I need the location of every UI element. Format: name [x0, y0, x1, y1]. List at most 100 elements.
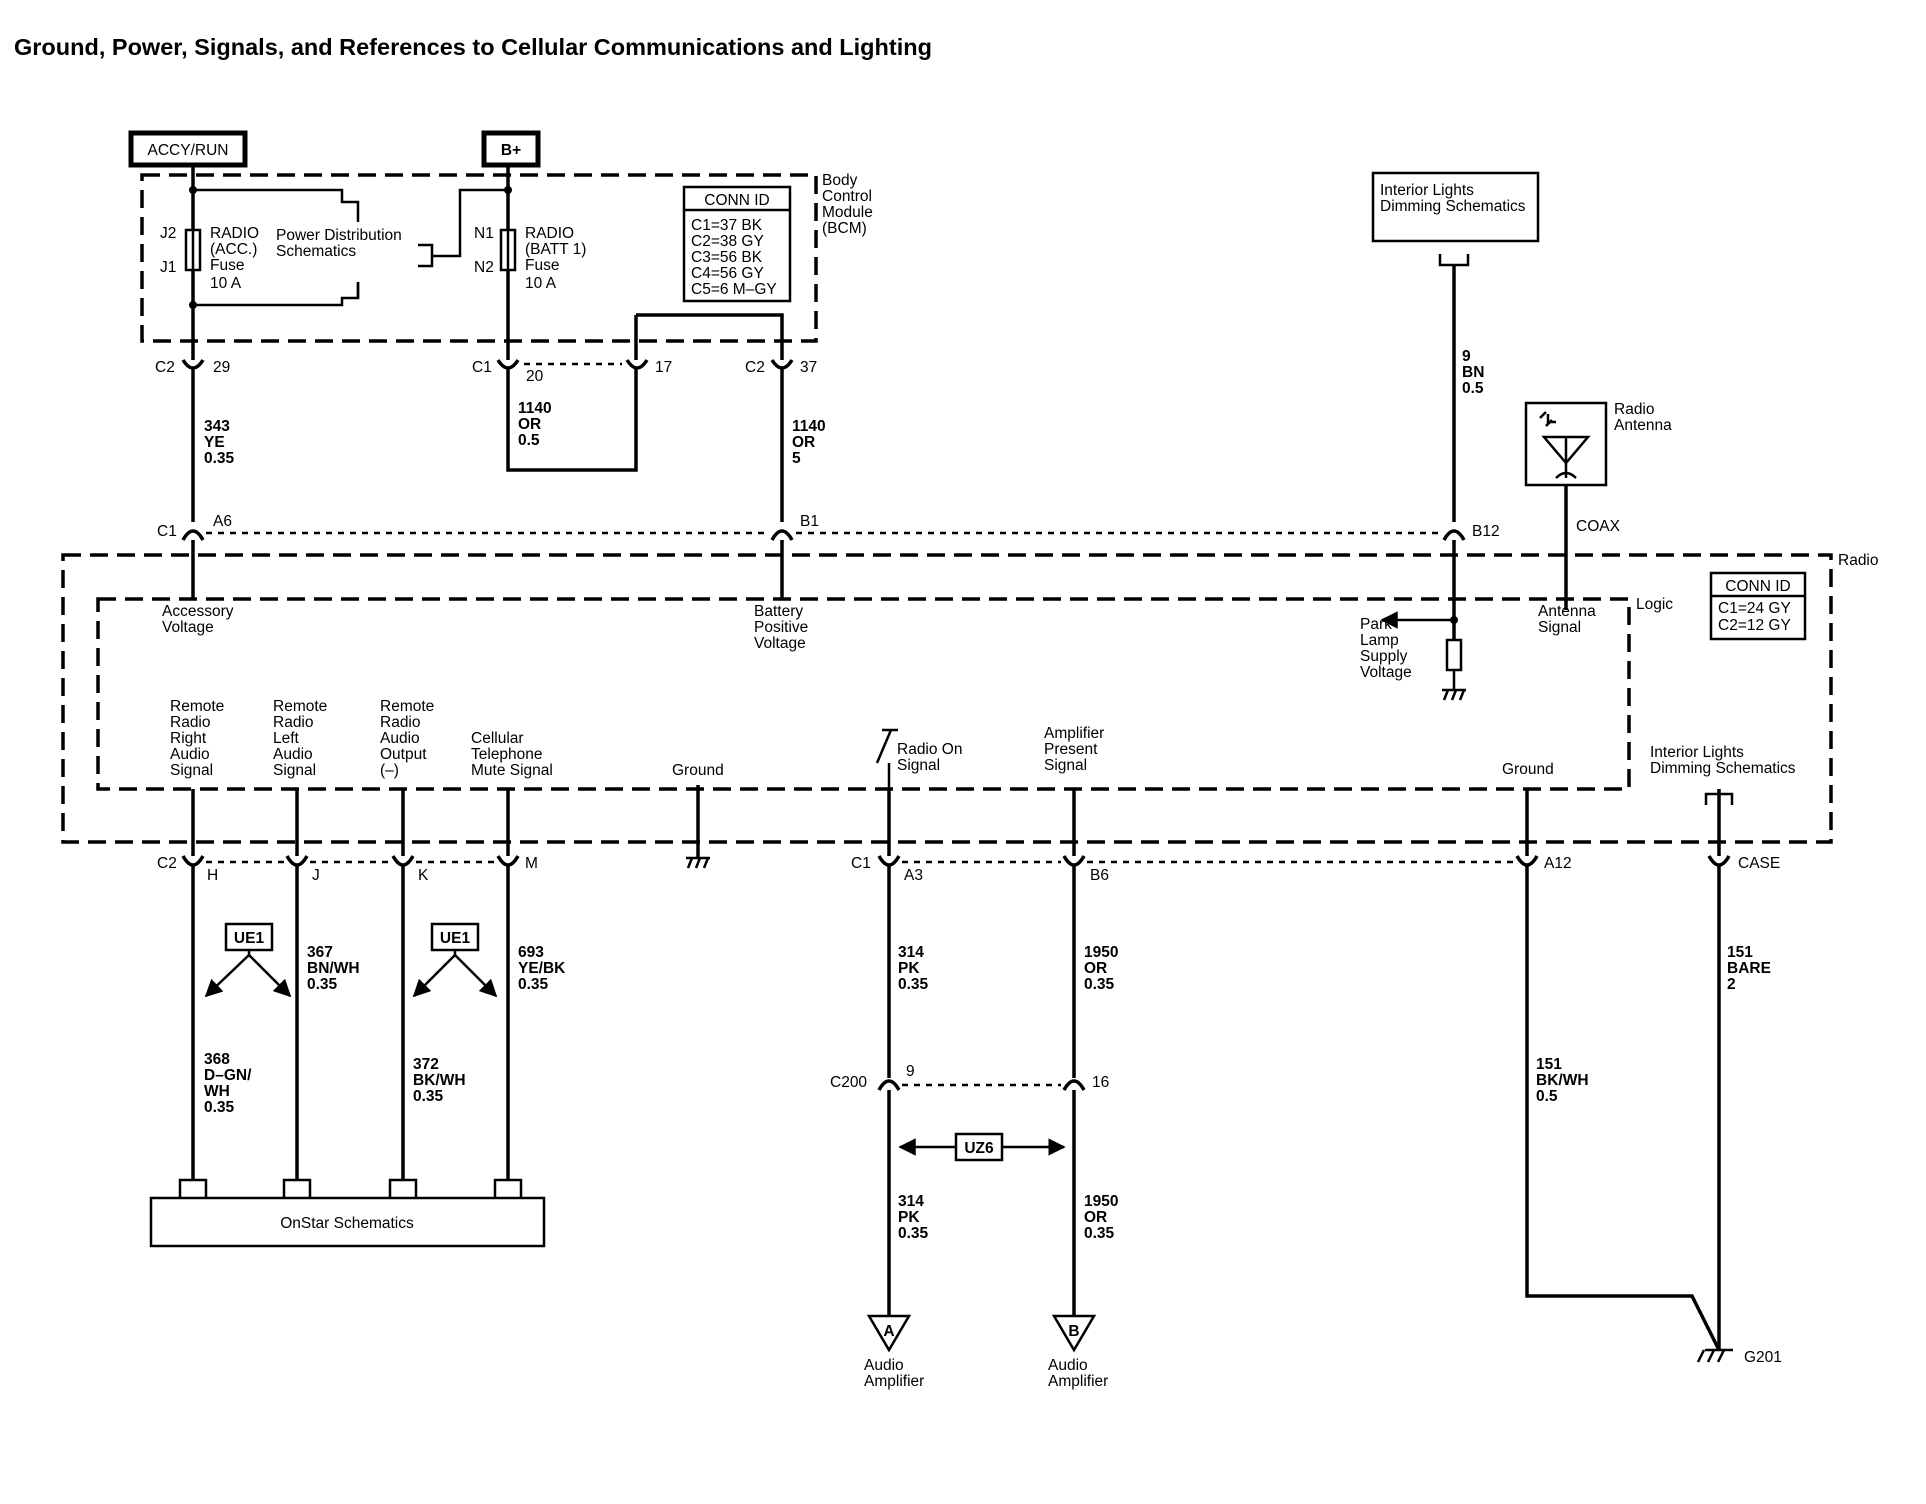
svg-text:Positive: Positive: [754, 619, 808, 636]
logic-boundary: [96, 597, 1631, 791]
svg-text:M: M: [525, 855, 538, 872]
svg-text:OR: OR: [792, 434, 815, 451]
svg-text:OR: OR: [518, 416, 541, 433]
svg-text:0.35: 0.35: [898, 1225, 929, 1242]
radio-antenna: Radio Antenna COAX: [1524, 401, 1672, 610]
svg-text:10 A: 10 A: [210, 275, 242, 292]
svg-text:Antenna: Antenna: [1614, 417, 1672, 434]
c200-connector: C200 9 16: [830, 1063, 1109, 1091]
svg-text:Voltage: Voltage: [162, 619, 214, 636]
svg-text:Schematics: Schematics: [276, 243, 356, 260]
svg-text:CASE: CASE: [1738, 855, 1780, 872]
audio-output-label: Remote Radio Audio Output (–): [380, 698, 434, 779]
svg-text:Signal: Signal: [897, 757, 940, 774]
svg-text:9: 9: [1462, 348, 1471, 365]
svg-text:Right: Right: [170, 730, 207, 747]
svg-text:C1: C1: [851, 855, 871, 872]
svg-text:Audio: Audio: [1048, 1357, 1088, 1374]
svg-text:B+: B+: [501, 142, 521, 159]
wire-693: 693 YE/BK 0.35: [506, 866, 566, 1180]
svg-text:PK: PK: [898, 1209, 920, 1226]
svg-text:Signal: Signal: [273, 762, 316, 779]
svg-text:A12: A12: [1544, 855, 1572, 872]
svg-text:368: 368: [204, 1051, 230, 1068]
svg-text:Output: Output: [380, 746, 427, 763]
svg-text:C2=38 GY: C2=38 GY: [691, 233, 764, 250]
svg-text:0.5: 0.5: [518, 432, 540, 449]
svg-text:Module: Module: [822, 204, 873, 221]
ue1-option-right: UE1: [412, 922, 498, 998]
svg-text:Fuse: Fuse: [525, 257, 559, 274]
svg-text:J1: J1: [160, 259, 176, 276]
svg-text:ACCY/RUN: ACCY/RUN: [148, 142, 229, 159]
svg-text:1140: 1140: [518, 400, 552, 417]
svg-text:B: B: [1068, 1323, 1079, 1340]
svg-text:10 A: 10 A: [525, 275, 557, 292]
svg-text:C2=12 GY: C2=12 GY: [1718, 617, 1791, 634]
svg-text:J: J: [312, 867, 320, 884]
svg-text:5: 5: [792, 450, 801, 467]
svg-text:693: 693: [518, 944, 544, 961]
svg-text:OR: OR: [1084, 1209, 1107, 1226]
svg-text:Voltage: Voltage: [754, 635, 806, 652]
offpage-a-audio-amplifier: A Audio Amplifier: [864, 1314, 924, 1390]
mute-signal-label: Cellular Telephone Mute Signal: [471, 730, 553, 779]
radio-conn-id-box: CONN ID C1=24 GY C2=12 GY: [1709, 571, 1807, 641]
ground-g201: G201: [1696, 1348, 1782, 1366]
svg-text:G201: G201: [1744, 1349, 1782, 1366]
svg-text:2: 2: [1727, 976, 1736, 993]
svg-text:Dimming Schematics: Dimming Schematics: [1650, 760, 1796, 777]
svg-text:0.35: 0.35: [204, 1099, 235, 1116]
svg-text:Telephone: Telephone: [471, 746, 543, 763]
svg-text:C2: C2: [157, 855, 177, 872]
accessory-voltage-label: Accessory Voltage: [162, 603, 234, 636]
wire-368: 368 D–GN/ WH 0.35: [191, 866, 252, 1180]
bcm-conn-id-box: CONN ID C1=37 BK C2=38 GY C3=56 BK C4=56…: [682, 185, 792, 303]
wire-314-upper: 314 PK 0.35: [887, 866, 929, 1078]
svg-text:0.35: 0.35: [1084, 976, 1115, 993]
svg-text:Amplifier: Amplifier: [1048, 1373, 1108, 1390]
svg-text:Antenna: Antenna: [1538, 603, 1596, 620]
wire-372: 372 BK/WH 0.35: [401, 866, 466, 1180]
svg-text:UE1: UE1: [234, 930, 265, 947]
svg-text:RADIO: RADIO: [210, 225, 259, 242]
svg-text:Radio: Radio: [380, 714, 421, 731]
svg-text:Radio: Radio: [170, 714, 211, 731]
svg-text:C1: C1: [472, 359, 492, 376]
svg-text:17: 17: [655, 359, 672, 376]
svg-text:UE1: UE1: [440, 930, 471, 947]
onstar-schematics-ref: OnStar Schematics: [149, 1178, 546, 1248]
svg-text:D–GN/: D–GN/: [204, 1067, 252, 1084]
svg-text:(BATT 1): (BATT 1): [525, 241, 586, 258]
radio-batt1-fuse: N1 N2 RADIO (BATT 1) Fuse 10 A: [474, 165, 586, 360]
svg-text:C200: C200: [830, 1074, 867, 1091]
power-distribution-ref: Power Distribution Schematics: [193, 188, 508, 307]
svg-text:YE/BK: YE/BK: [518, 960, 566, 977]
svg-text:Amplifier: Amplifier: [1044, 725, 1104, 742]
ground-left-symbol: [686, 785, 710, 869]
svg-text:A3: A3: [904, 867, 923, 884]
svg-text:Signal: Signal: [1538, 619, 1581, 636]
svg-text:H: H: [207, 867, 218, 884]
svg-text:(BCM): (BCM): [822, 220, 867, 237]
svg-text:Accessory: Accessory: [162, 603, 234, 620]
svg-text:(ACC.): (ACC.): [210, 241, 257, 258]
wire-151-bkwh: 151 BK/WH 0.5: [1525, 866, 1721, 1351]
svg-text:151: 151: [1536, 1056, 1562, 1073]
svg-text:C4=56 GY: C4=56 GY: [691, 265, 764, 282]
svg-text:A6: A6: [213, 513, 232, 530]
svg-text:Present: Present: [1044, 741, 1098, 758]
svg-text:Voltage: Voltage: [1360, 664, 1412, 681]
svg-text:OnStar Schematics: OnStar Schematics: [280, 1215, 414, 1232]
svg-text:Park: Park: [1360, 616, 1392, 633]
svg-text:1140: 1140: [792, 418, 826, 435]
uz6-option: UZ6: [898, 1132, 1066, 1162]
svg-text:Signal: Signal: [1044, 757, 1087, 774]
svg-text:CONN ID: CONN ID: [1725, 578, 1790, 595]
svg-text:C1: C1: [157, 523, 177, 540]
svg-text:C3=56 BK: C3=56 BK: [691, 249, 763, 266]
svg-text:Remote: Remote: [273, 698, 327, 715]
svg-text:Lamp: Lamp: [1360, 632, 1399, 649]
wire-1140-radio: 1140 OR 5: [780, 368, 826, 522]
